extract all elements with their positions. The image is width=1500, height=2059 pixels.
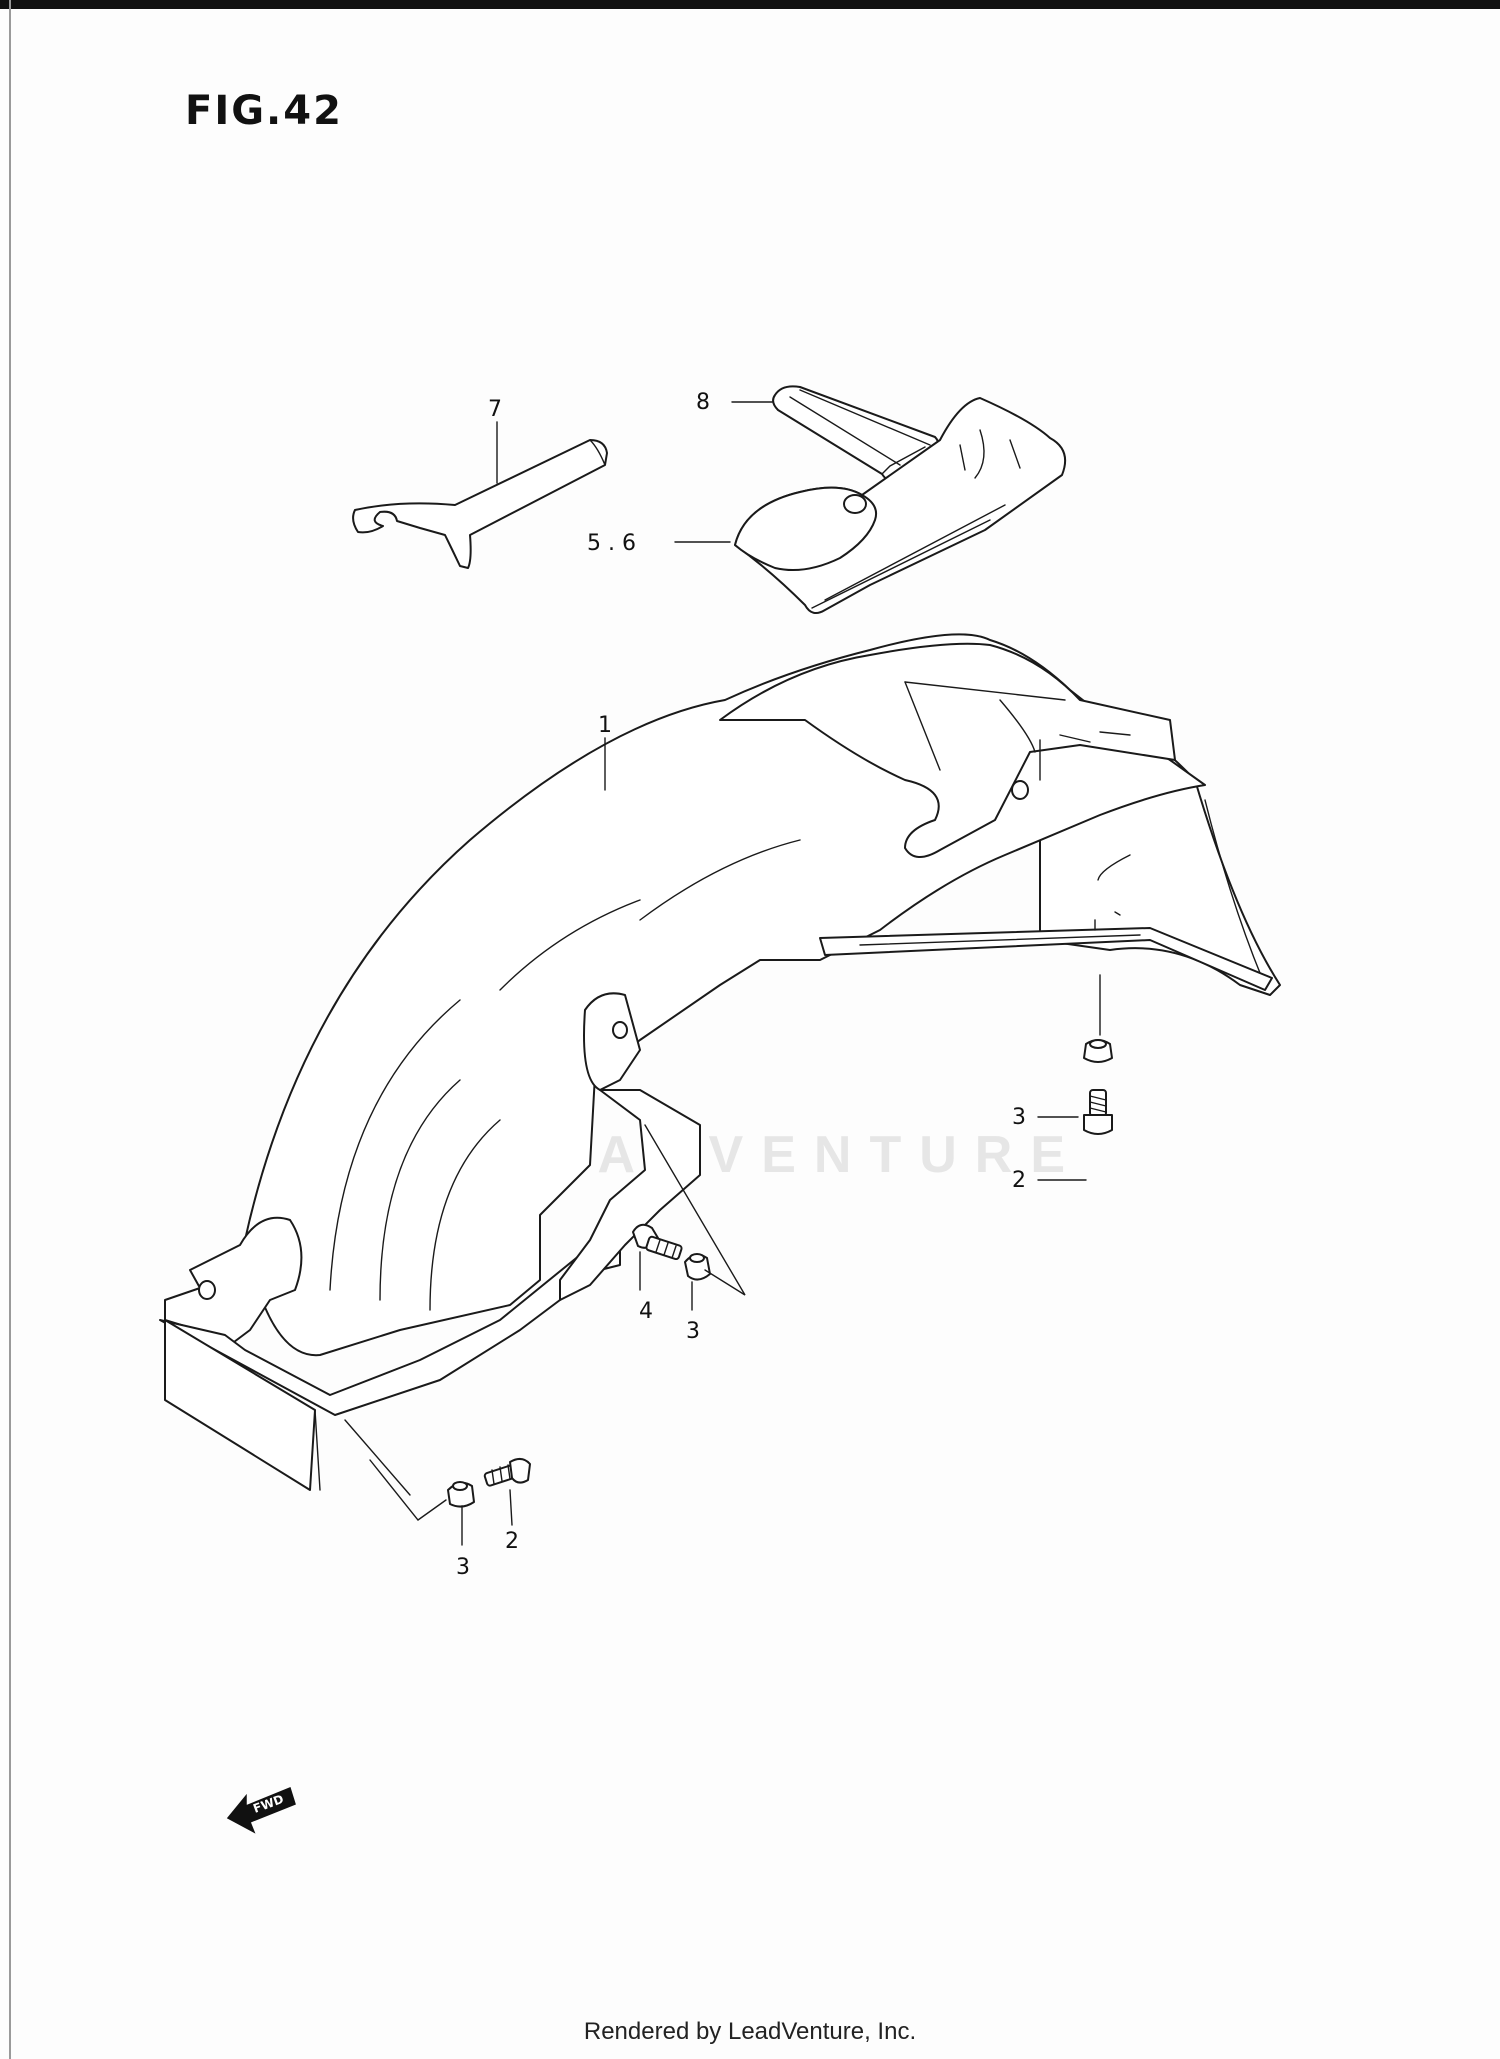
left-border — [9, 0, 11, 2059]
fastener-2-left-bolt[interactable] — [483, 1458, 531, 1487]
part-1-rear-fender[interactable] — [159, 633, 1281, 1496]
fastener-2-right-bolt[interactable] — [1083, 1089, 1113, 1135]
callout-labels: 7 8 5 . 6 1 3 2 4 3 2 3 — [456, 390, 1026, 1580]
callout-1: 1 — [598, 713, 612, 738]
fwd-arrow-icon: FWD — [226, 1786, 296, 1834]
top-border — [0, 0, 1500, 9]
callout-3-right: 3 — [1012, 1105, 1026, 1130]
part-5-6-tool-pouch[interactable] — [734, 397, 1066, 615]
part-7-wrench[interactable] — [352, 439, 608, 569]
figure-title: FIG.42 — [185, 88, 343, 134]
callout-2-right: 2 — [1012, 1168, 1026, 1193]
callout-7: 7 — [488, 397, 502, 422]
callout-8: 8 — [696, 390, 710, 415]
callout-5-6: 5 . 6 — [587, 531, 636, 556]
fastener-3-right-nut[interactable] — [1083, 1039, 1113, 1063]
fastener-3-center-nut[interactable] — [684, 1253, 711, 1281]
callout-3-left: 3 — [456, 1555, 470, 1580]
footer-credit: Rendered by LeadVenture, Inc. — [583, 2018, 917, 2045]
callout-3-center: 3 — [686, 1319, 700, 1344]
leader-lines — [369, 401, 1101, 1546]
callout-2-left: 2 — [505, 1529, 519, 1554]
callout-4: 4 — [639, 1299, 653, 1324]
fastener-4-center-bolt[interactable] — [632, 1223, 683, 1261]
part-8-strap[interactable] — [772, 385, 940, 484]
fastener-3-left-nut[interactable] — [447, 1481, 475, 1508]
